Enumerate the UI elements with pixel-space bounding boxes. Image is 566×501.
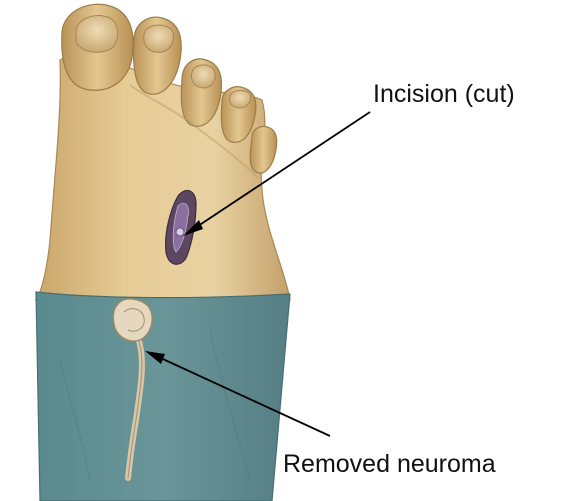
third-toe-nail — [192, 65, 216, 88]
incision-label: Incision (cut) — [373, 82, 515, 107]
neuroma-mass — [113, 299, 152, 341]
fourth-toe-nail — [229, 90, 250, 108]
fifth-toe — [250, 126, 276, 173]
second-toe-nail — [144, 25, 174, 52]
surgical-drape — [36, 292, 290, 501]
foot-illustration — [35, 4, 290, 300]
big-toe-nail — [76, 16, 118, 53]
drape-cloth — [36, 292, 290, 501]
removed-neuroma-label: Removed neuroma — [283, 452, 496, 477]
